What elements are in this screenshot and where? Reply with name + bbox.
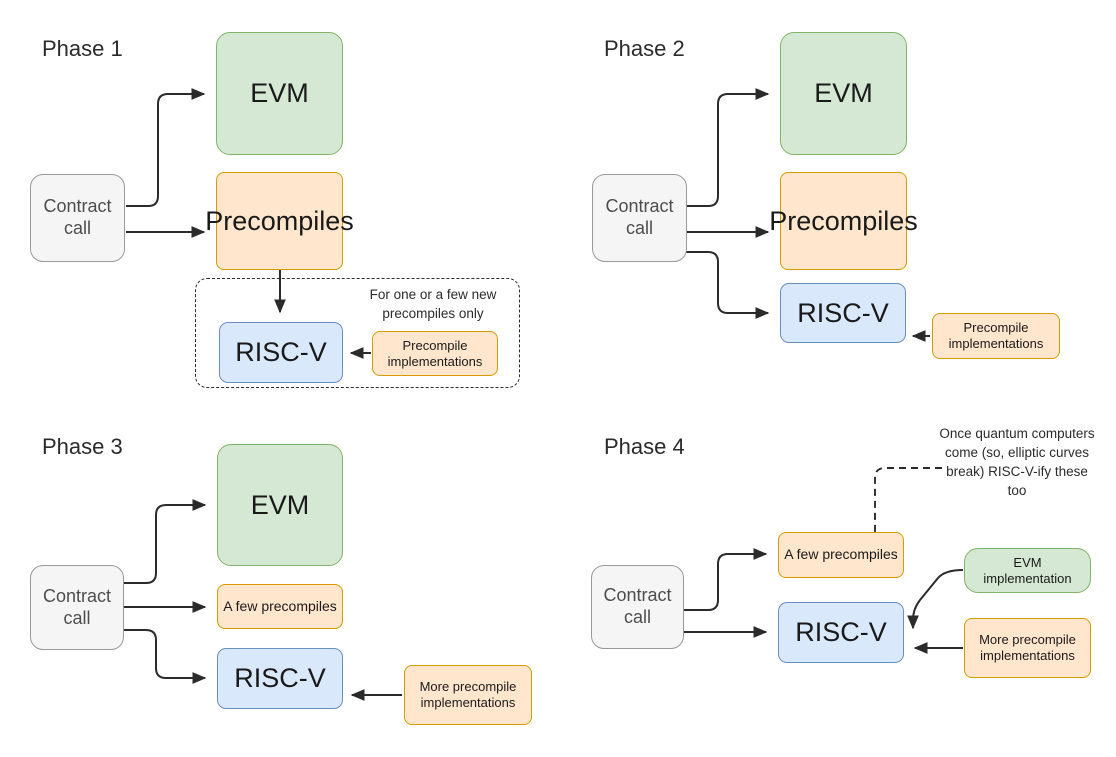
phase1-dashed-group [195, 278, 520, 388]
edge-p4-call-to-precompiles [684, 548, 768, 611]
phase-3-label: Phase 3 [42, 434, 123, 459]
phase3-a-few-precompiles-node[interactable]: A few precompiles [217, 584, 343, 629]
phase1-precompile-implementations-node[interactable]: Precompile implementations [372, 331, 498, 376]
edge-p1-call-to-evm [126, 88, 206, 207]
phase3-contract-call-node[interactable]: Contract call [30, 565, 124, 650]
phase-4-label: Phase 4 [604, 434, 685, 459]
phase1-precompiles-node[interactable]: Precompiles [205, 172, 354, 270]
edge-p2-call-to-evm [686, 88, 770, 207]
phase1-evm-node[interactable]: EVM [216, 32, 343, 155]
edge-p3-call-to-evm [124, 499, 207, 584]
phase-2-label: Phase 2 [604, 36, 685, 61]
phase2-riscv-node[interactable]: RISC-V [780, 283, 906, 343]
phase2-contract-call-node[interactable]: Contract call [592, 174, 687, 262]
phase1-contract-call-node[interactable]: Contract call [30, 174, 125, 262]
phase2-evm-node[interactable]: EVM [780, 32, 907, 155]
phase2-precompile-implementations-node[interactable]: Precompile implementations [932, 313, 1060, 359]
phase-1-label: Phase 1 [42, 36, 123, 61]
phase3-riscv-node[interactable]: RISC-V [217, 648, 343, 709]
phase3-evm-node[interactable]: EVM [217, 444, 343, 566]
phase4-evm-implementation-node[interactable]: EVM implementation [964, 548, 1091, 593]
edge-p3-call-to-riscv [124, 629, 207, 684]
phase1-riscv-node[interactable]: RISC-V [219, 322, 343, 383]
edge-p4-evmimpl-to-riscv [907, 569, 964, 630]
phase1-group-note: For one or a few new precompiles only [369, 287, 497, 322]
phase4-riscv-node[interactable]: RISC-V [778, 602, 904, 663]
phase4-a-few-precompiles-node[interactable]: A few precompiles [778, 532, 904, 578]
edge-p2-call-to-riscv [686, 251, 770, 319]
phase4-contract-call-node[interactable]: Contract call [591, 565, 684, 649]
phase4-more-precompile-implementations-node[interactable]: More precompile implementations [964, 618, 1091, 678]
phase2-precompiles-node[interactable]: Precompiles [769, 172, 918, 270]
phase3-more-precompile-implementations-node[interactable]: More precompile implementations [404, 665, 532, 725]
phase4-quantum-note: Once quantum computers come (so, ellipti… [939, 426, 1095, 499]
